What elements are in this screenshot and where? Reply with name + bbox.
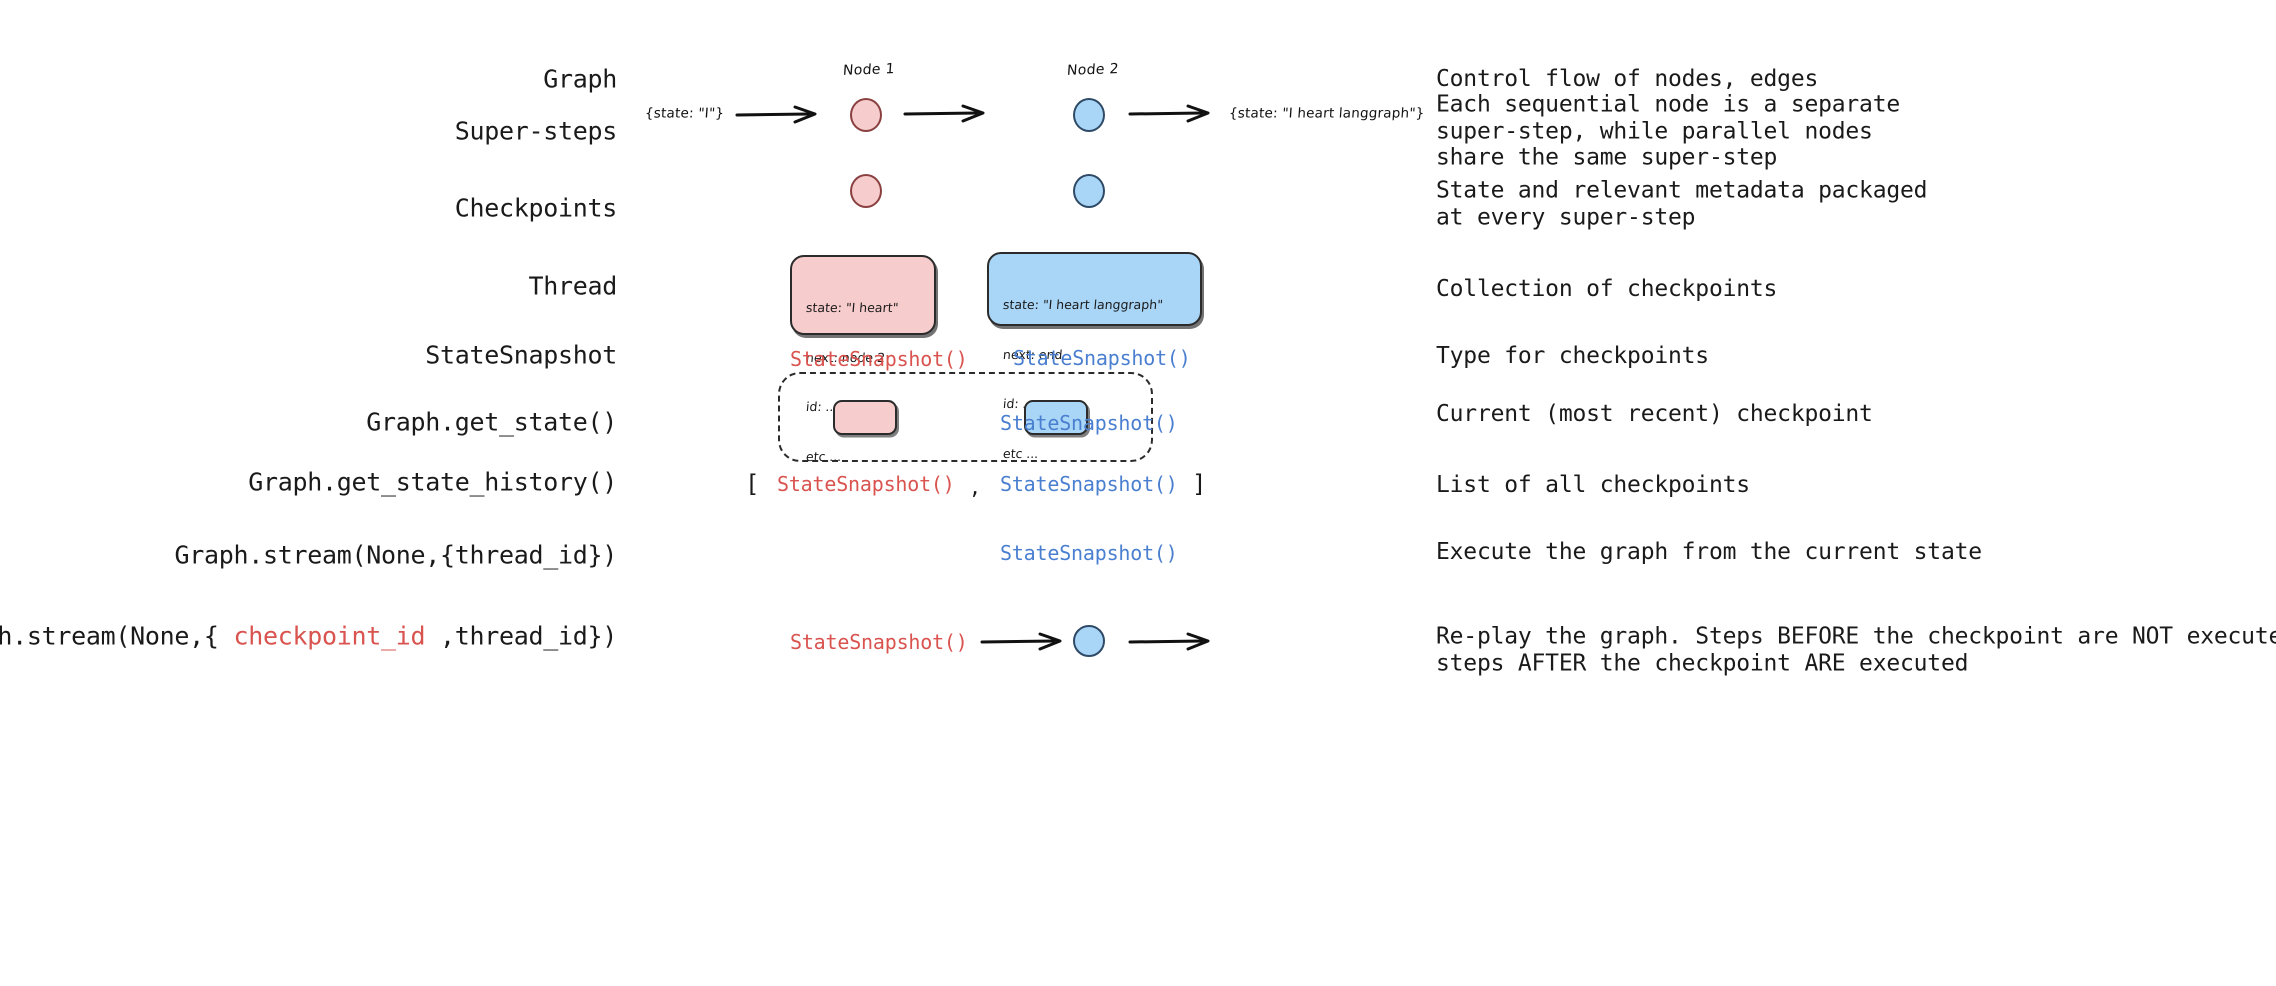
thread-container bbox=[778, 372, 1153, 462]
row-label-super-steps: Super-steps bbox=[454, 116, 618, 146]
history-snapshot-red: StateSnapshot() bbox=[777, 472, 955, 496]
row-label-get-state: Graph.get_state() bbox=[366, 407, 617, 437]
row-label-stream-checkpoint: Graph.stream(None,{ checkpoint_id ,threa… bbox=[0, 624, 617, 649]
graph-node-1 bbox=[850, 98, 882, 132]
thread-chip-blue bbox=[1024, 400, 1088, 435]
checkpoint-blue-state: state: "I heart langgraph" bbox=[1002, 297, 1164, 312]
row-label-stream-thread: Graph.stream(None,{thread_id}) bbox=[174, 540, 617, 570]
stream-thread-snapshot: StateSnapshot() bbox=[1000, 541, 1178, 565]
checkpoint-card-pink: state: "I heart" next: node 2 id: ... et… bbox=[790, 255, 936, 464]
graph-arrow-1 bbox=[735, 105, 817, 124]
checkpoint-card-blue: state: "I heart langgraph" next: end id:… bbox=[987, 252, 1202, 461]
stream-checkpoint-suffix: ,thread_id}) bbox=[425, 621, 617, 651]
row-desc-super-steps: Each sequential node is a separate super… bbox=[1436, 91, 1901, 171]
graph-input-state-label: {state: "I"} bbox=[644, 105, 725, 122]
row-desc-statesnapshot: Type for checkpoints bbox=[1436, 342, 1709, 369]
node1-caption: Node 1 bbox=[842, 61, 896, 79]
stream-checkpoint-prefix: Graph.stream(None,{ bbox=[0, 621, 219, 651]
row-desc-thread: Collection of checkpoints bbox=[1436, 275, 1778, 302]
row-label-thread: Thread bbox=[528, 271, 617, 301]
row-desc-stream-thread: Execute the graph from the current state bbox=[1436, 538, 1982, 565]
history-comma: , bbox=[969, 475, 981, 499]
graph-output-state-label: {state: "I heart langgraph"} bbox=[1228, 105, 1426, 122]
history-close-bracket: ] bbox=[1192, 470, 1207, 498]
row-label-graph: Graph bbox=[543, 64, 617, 94]
row-desc-checkpoints: State and relevant metadata packaged at … bbox=[1436, 177, 1928, 231]
replay-snapshot: StateSnapshot() bbox=[790, 630, 968, 654]
graph-arrow-2 bbox=[903, 104, 985, 123]
row-label-get-state-history: Graph.get_state_history() bbox=[248, 467, 617, 497]
row-desc-stream-checkpoint: Re-play the graph. Steps BEFORE the chec… bbox=[1436, 623, 2276, 677]
row-label-statesnapshot: StateSnapshot bbox=[425, 340, 617, 370]
snapshot-type-red: StateSnapshot() bbox=[790, 347, 968, 371]
replay-arrow-1 bbox=[980, 632, 1062, 651]
graph-node-2 bbox=[1073, 98, 1105, 132]
snapshot-type-blue: StateSnapshot() bbox=[1013, 346, 1191, 370]
stream-checkpoint-accent: checkpoint_id bbox=[233, 621, 426, 651]
superstep-node-1 bbox=[850, 174, 882, 208]
row-label-checkpoints: Checkpoints bbox=[454, 193, 618, 223]
row-desc-graph: Control flow of nodes, edges bbox=[1436, 65, 1819, 92]
thread-chip-pink bbox=[833, 400, 897, 435]
history-open-bracket: [ bbox=[745, 470, 760, 498]
get-state-snapshot: StateSnapshot() bbox=[1000, 411, 1178, 435]
replay-arrow-2 bbox=[1128, 632, 1210, 651]
replay-node-2 bbox=[1073, 625, 1105, 657]
superstep-node-2 bbox=[1073, 174, 1105, 208]
row-desc-get-state: Current (most recent) checkpoint bbox=[1436, 400, 1873, 427]
node2-caption: Node 2 bbox=[1066, 61, 1120, 79]
checkpoint-pink-state: state: "I heart" bbox=[805, 300, 900, 315]
graph-arrow-3 bbox=[1128, 104, 1210, 123]
history-snapshot-blue: StateSnapshot() bbox=[1000, 472, 1178, 496]
row-desc-get-state-history: List of all checkpoints bbox=[1436, 471, 1750, 498]
